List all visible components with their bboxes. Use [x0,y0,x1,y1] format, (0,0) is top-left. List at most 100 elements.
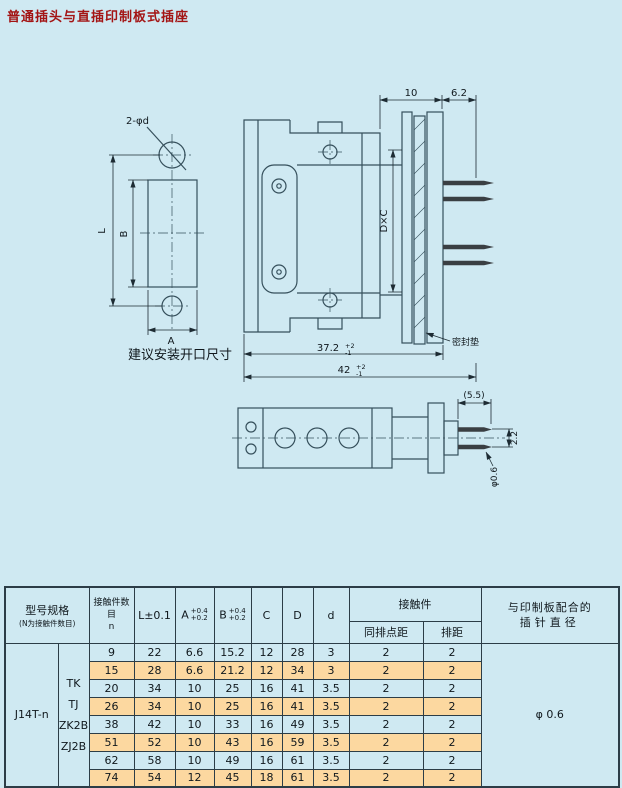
cell-C: 16 [250,732,283,752]
header-pcb-pin-line1: 与印制板配合的 [507,601,592,615]
side-rear-plate [401,111,413,344]
dim-label-6-2: 6.2 [451,88,467,99]
pin-dia-leader-line [485,451,494,467]
cutout-opening [147,179,198,288]
cutout-extension-lines [109,154,198,335]
side-boss-top [317,121,343,133]
header-col-d: d [312,586,350,644]
cell-p2: 2 [422,660,482,680]
cell-A: 6.6 [174,660,215,680]
cell-L: 58 [133,750,176,770]
cell-p1: 2 [348,750,424,770]
dim-label-5-5: (5.5) [463,391,484,401]
gasket-hatching [413,118,426,329]
cell-C: 12 [250,642,283,662]
dim-label-DxC: D×C [379,209,390,232]
header-col-B-tol-top: +0.4 [228,606,246,615]
cell-d: 3.5 [312,696,350,716]
top-neck-lines [392,416,428,460]
side-boss-bottom [317,318,343,330]
cell-B: 15.2 [213,642,252,662]
cell-L: 54 [133,768,176,788]
header-col-B-tol-bottom: +0.2 [228,614,246,623]
contact-pin [443,244,494,250]
cell-p1: 2 [348,732,424,752]
cell-B: 43 [213,732,252,752]
header-col-A-tol-top: +0.4 [190,606,208,615]
header-line-pitch: 排距 [422,620,482,644]
cell-d: 3.5 [312,678,350,698]
top-body-outline [237,407,393,469]
cell-L: 34 [133,678,176,698]
dim-42-tol-lower: -1 [356,370,362,378]
side-screw-bottom [271,264,287,280]
dim-label-42: 42 [338,365,351,376]
cell-n: 74 [88,768,135,788]
cell-C: 16 [250,678,283,698]
cell-C: 18 [250,768,283,788]
page-title: 普通插头与直插印制板式插座 [7,10,190,25]
variant-label: ZJ2B [60,739,87,753]
cell-C: 16 [250,714,283,734]
top-small-hole [245,443,257,455]
header-col-A-tol-bottom: +0.2 [190,614,208,623]
cell-D: 34 [281,660,314,680]
side-cavity [261,164,298,294]
gasket-label: 密封垫 [452,336,479,348]
side-view: 10 6.2 D×C 37.2 +2 -1 42 +2 -1 密封垫 [243,88,494,382]
header-col-B-label: B [219,608,227,622]
header-col-B: B+0.4+0.2 [213,586,252,644]
header-col-A-label: A [181,608,189,622]
cell-p2: 2 [422,696,482,716]
cell-n: 62 [88,750,135,770]
technical-drawings: 2-φd L B A 建议安装开口尺寸 [97,88,520,487]
side-gasket [413,115,426,345]
cell-L: 28 [133,660,176,680]
cell-D: 41 [281,678,314,698]
cell-p2: 2 [422,714,482,734]
cell-B: 45 [213,768,252,788]
side-body-outline [289,120,381,332]
header-model-spec: 型号规格 (N为接触件数目) [4,586,90,644]
header-contact-count-line1: 接触件数目 [93,598,130,621]
dim-label-A: A [168,336,175,347]
cell-A: 10 [174,696,215,716]
dim-label-B: B [119,230,130,237]
callout-leader-line [146,126,187,171]
cell-B: 49 [213,750,252,770]
contact-pin [458,444,492,450]
cell-A: 10 [174,678,215,698]
dim-37-2-tol-lower: -1 [345,349,351,357]
side-internal-lines [297,133,380,318]
side-board-plate [426,111,444,344]
cell-d: 3.5 [312,732,350,752]
top-small-hole [245,421,257,433]
cell-B: 33 [213,714,252,734]
dim-42-tol-upper: +2 [356,363,366,371]
dim-label-10: 10 [405,88,418,99]
cell-p2: 2 [422,732,482,752]
hole-callout-label: 2-φd [126,116,149,127]
cell-p1: 2 [348,768,424,788]
header-contact-count-line2: n [108,622,115,633]
header-contacts-group: 接触件 [348,586,482,622]
cell-d: 3 [312,642,350,662]
cell-A: 10 [174,714,215,734]
cell-C: 16 [250,696,283,716]
side-flange-outline [243,119,290,333]
cutout-caption: 建议安装开口尺寸 [128,348,232,363]
cell-p1: 2 [348,714,424,734]
dim-37-2-tol-upper: +2 [345,342,355,350]
cell-d: 3.5 [312,714,350,734]
cell-B: 21.2 [213,660,252,680]
contact-pin [443,260,494,266]
variant-label: TK [66,676,81,690]
cell-A: 10 [174,750,215,770]
side-screw-top [271,178,287,194]
